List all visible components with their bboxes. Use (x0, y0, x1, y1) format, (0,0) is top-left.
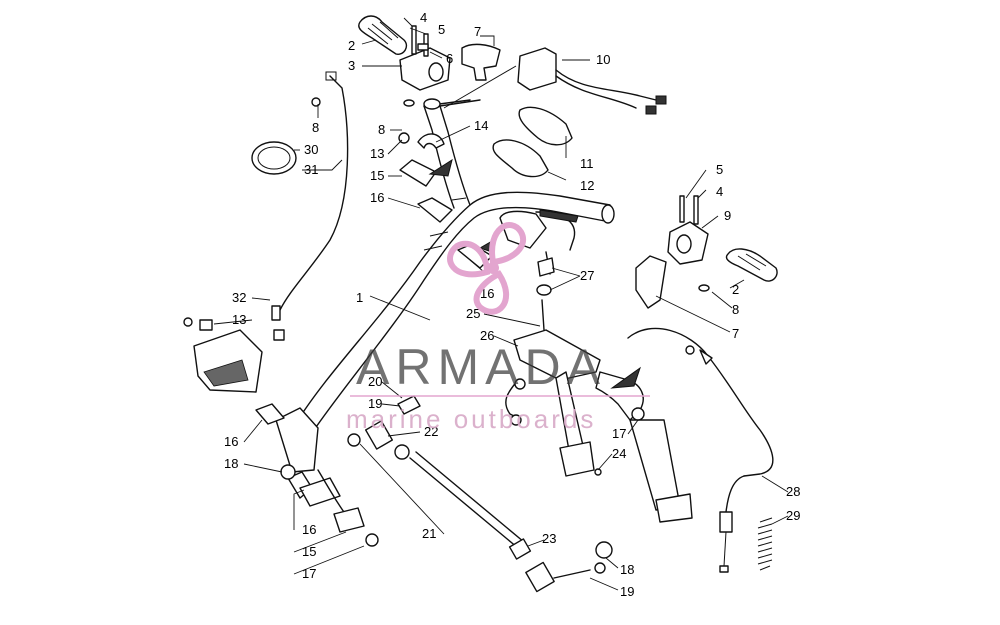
callout-18: 18 (620, 562, 634, 577)
left-mount-bracket (183, 317, 263, 393)
callout-labels: 2 4 5 3 6 7 10 8 8 14 13 30 11 31 15 12 … (224, 10, 800, 599)
callout-8: 8 (732, 302, 739, 317)
callout-12: 12 (580, 178, 594, 193)
callout-20: 20 (368, 374, 382, 389)
brake-cable (627, 327, 774, 573)
callout-8: 8 (378, 122, 385, 137)
callout-19: 19 (620, 584, 634, 599)
steering-arm-right (595, 366, 693, 523)
callout-32: 32 (232, 290, 246, 305)
leader-lines (213, 17, 789, 591)
propeller-logo-icon (447, 222, 526, 315)
hand-warmers (492, 106, 573, 178)
callout-24: 24 (612, 446, 626, 461)
callout-18: 18 (224, 456, 238, 471)
callout-21: 21 (422, 526, 436, 541)
callout-17: 17 (612, 426, 626, 441)
callout-2: 2 (732, 282, 739, 297)
callout-27: 27 (580, 268, 594, 283)
callout-2: 2 (348, 38, 355, 53)
callout-5: 5 (716, 162, 723, 177)
watermark: ARMADA marine outboards (346, 222, 650, 434)
callout-29: 29 (786, 508, 800, 523)
callout-15: 15 (370, 168, 384, 183)
right-grip-housing (635, 195, 778, 309)
callout-19: 19 (368, 396, 382, 411)
callout-16: 16 (224, 434, 238, 449)
steering-post-lower (255, 403, 379, 547)
callout-22: 22 (424, 424, 438, 439)
callout-16: 16 (370, 190, 384, 205)
watermark-brand: ARMADA (356, 339, 606, 395)
callout-23: 23 (542, 531, 556, 546)
callout-30: 30 (304, 142, 318, 157)
callout-4: 4 (420, 10, 427, 25)
callout-9: 9 (724, 208, 731, 223)
callout-10: 10 (596, 52, 610, 67)
callout-13: 13 (232, 312, 246, 327)
tie-rod-assembly (347, 395, 613, 593)
callout-11: 11 (580, 156, 594, 171)
callout-6: 6 (446, 51, 453, 66)
brake-lever-block (461, 43, 667, 115)
callout-14: 14 (474, 118, 488, 133)
callout-26: 26 (480, 328, 494, 343)
callout-13: 13 (370, 146, 384, 161)
callout-15: 15 (302, 544, 316, 559)
center-bracket (499, 209, 602, 477)
callout-31: 31 (304, 162, 318, 177)
throttle-cable (251, 71, 349, 341)
handlebar-assembly (297, 98, 615, 431)
callout-4: 4 (716, 184, 723, 199)
callout-16: 16 (302, 522, 316, 537)
callout-17: 17 (302, 566, 316, 581)
callout-1: 1 (356, 290, 363, 305)
callout-28: 28 (786, 484, 800, 499)
callout-8: 8 (312, 120, 319, 135)
watermark-tagline: marine outboards (346, 404, 596, 434)
callout-3: 3 (348, 58, 355, 73)
left-grip-housing (358, 15, 451, 107)
callout-7: 7 (474, 24, 481, 39)
callout-7: 7 (732, 326, 739, 341)
callout-5: 5 (438, 22, 445, 37)
callout-25: 25 (466, 306, 480, 321)
callout-16: 16 (480, 286, 494, 301)
